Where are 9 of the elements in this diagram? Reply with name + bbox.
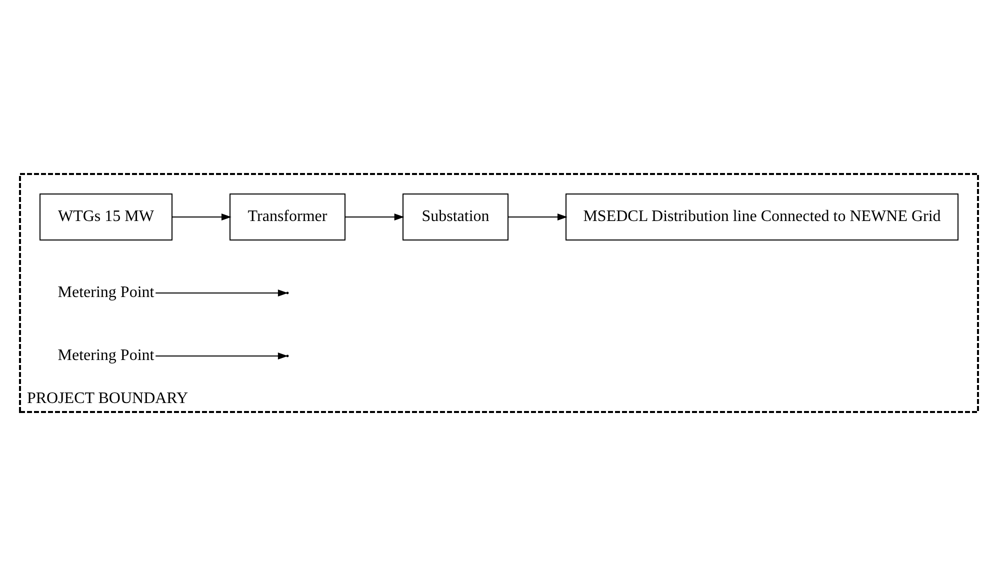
node-box: Transformer [230,194,346,240]
node-box: MSEDCL Distribution line Connected to NEWNE Grid [566,194,958,240]
node-box: Substation [402,194,508,240]
node-box: WTGs 15 MW [40,194,172,240]
arrow [344,214,404,220]
arrow [508,214,568,220]
node-text: Metering Point [58,284,154,301]
node-text: Metering Point [58,346,154,364]
arrow [172,214,232,220]
